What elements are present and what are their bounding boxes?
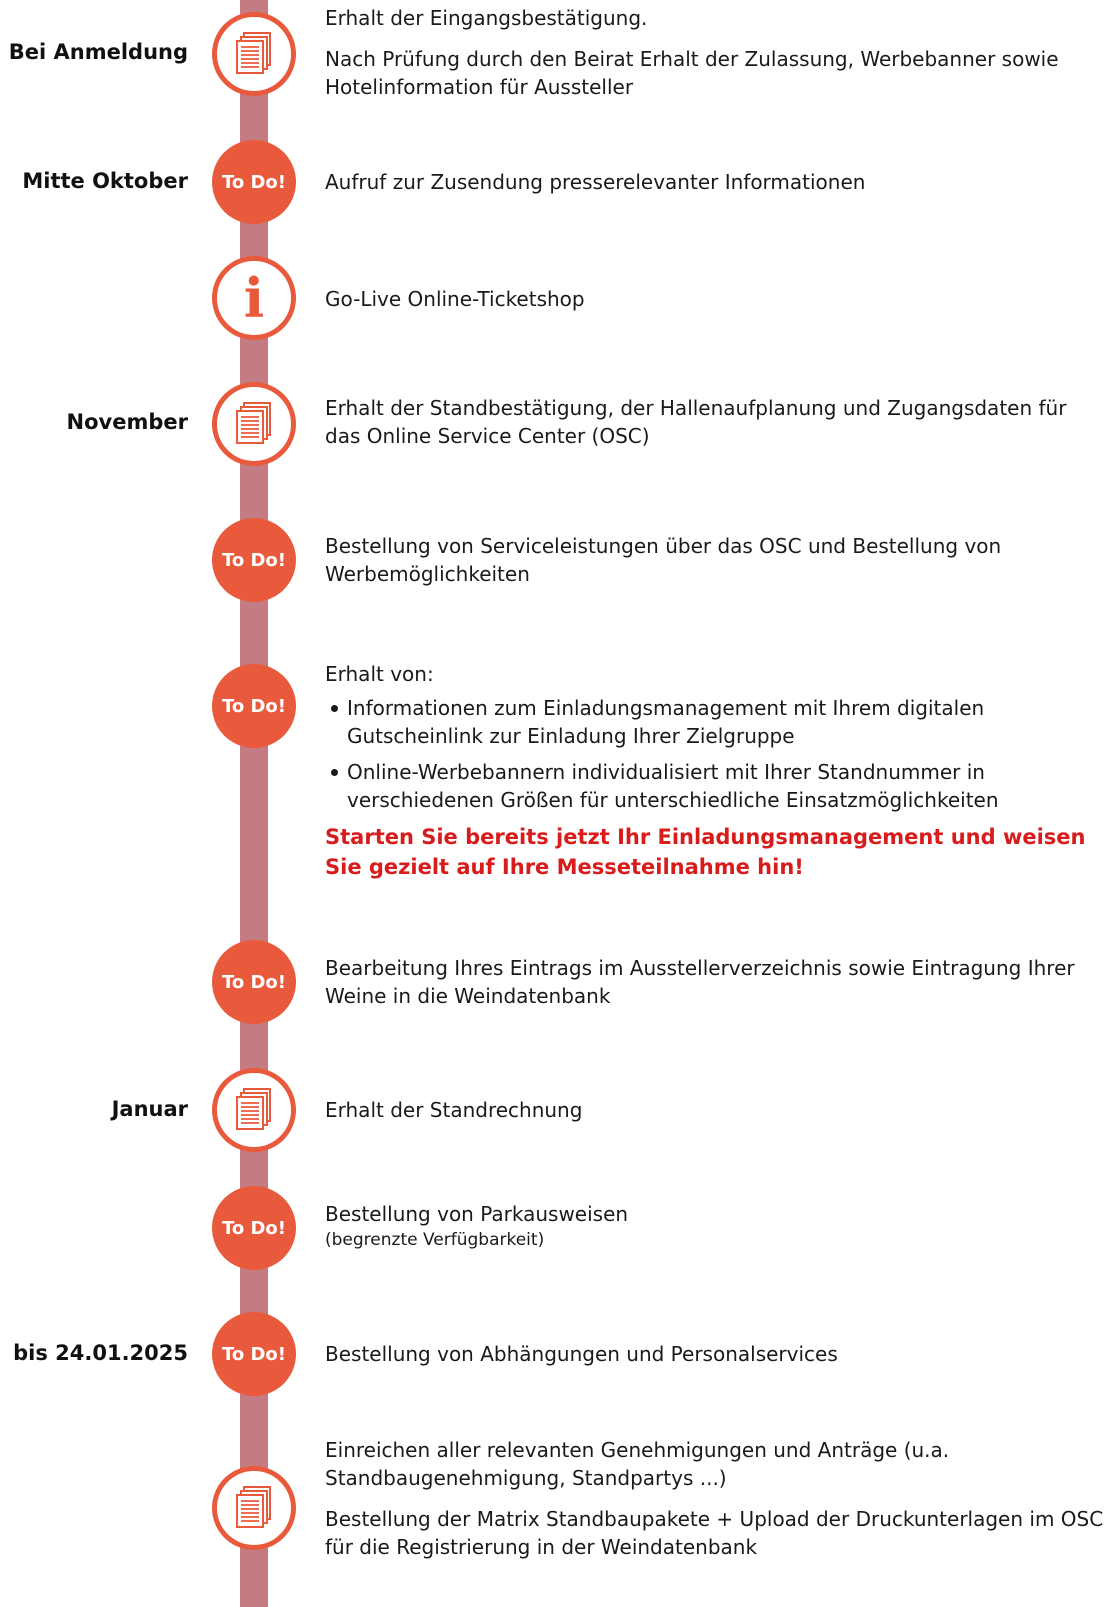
step-text: Bestellung von Parkausweisen (begrenzte … xyxy=(325,1200,1105,1252)
document-icon xyxy=(212,1466,296,1550)
step-paragraph: Einreichen aller relevanten Genehmigunge… xyxy=(325,1438,950,1490)
step-intro: Erhalt von: xyxy=(325,662,434,686)
step-paragraph: Bestellung der Matrix Standbaupakete + U… xyxy=(325,1507,1104,1559)
highlight-text: Starten Sie bereits jetzt Ihr Einladungs… xyxy=(325,825,1086,879)
todo-badge: To Do! xyxy=(212,664,296,748)
todo-label: To Do! xyxy=(221,695,287,717)
step-text: Erhalt der Standbestätigung, der Hallena… xyxy=(325,394,1105,450)
step-paragraph: Aufruf zur Zusendung presserelevanter In… xyxy=(325,170,866,194)
step-text: Go-Live Online-Ticketshop xyxy=(325,285,1105,313)
todo-label: To Do! xyxy=(221,1343,287,1365)
document-icon xyxy=(212,1068,296,1152)
step-text: Aufruf zur Zusendung presserelevanter In… xyxy=(325,168,1105,196)
todo-label: To Do! xyxy=(221,1217,287,1239)
step-paragraph: Erhalt der Standrechnung xyxy=(325,1098,583,1122)
step-paragraph: Bestellung von Abhängungen und Personals… xyxy=(325,1342,838,1366)
step-date: Januar xyxy=(111,1097,188,1121)
todo-badge: To Do! xyxy=(212,940,296,1024)
info-icon: i xyxy=(212,256,296,340)
step-date: Mitte Oktober xyxy=(22,169,188,193)
document-icon xyxy=(212,382,296,466)
step-date: bis 24.01.2025 xyxy=(13,1341,188,1365)
todo-badge: To Do! xyxy=(212,1186,296,1270)
step-text: Bestellung von Serviceleistungen über da… xyxy=(325,532,1105,588)
todo-label: To Do! xyxy=(221,971,287,993)
step-paragraph: Nach Prüfung durch den Beirat Erhalt der… xyxy=(325,47,1059,99)
bullet-list: Informationen zum Einladungsmanagement m… xyxy=(325,694,1105,814)
step-text: Bestellung von Abhängungen und Personals… xyxy=(325,1340,1105,1368)
step-text: Erhalt von: Informationen zum Einladungs… xyxy=(325,660,1105,882)
step-note: (begrenzte Verfügbarkeit) xyxy=(325,1230,545,1250)
step-paragraph: Bestellung von Serviceleistungen über da… xyxy=(325,534,1002,586)
todo-badge: To Do! xyxy=(212,1312,296,1396)
step-text: Erhalt der Eingangsbestätigung. Nach Prü… xyxy=(325,4,1105,101)
info-glyph: i xyxy=(243,266,265,330)
bullet-item: Informationen zum Einladungsmanagement m… xyxy=(325,694,1105,750)
step-text: Einreichen aller relevanten Genehmigunge… xyxy=(325,1436,1105,1561)
todo-badge: To Do! xyxy=(212,140,296,224)
step-paragraph: Bearbeitung Ihres Eintrags im Aussteller… xyxy=(325,956,1075,1008)
step-date: Bei Anmeldung xyxy=(8,40,188,64)
todo-label: To Do! xyxy=(221,549,287,571)
todo-badge: To Do! xyxy=(212,518,296,602)
step-paragraph: Bestellung von Parkausweisen xyxy=(325,1202,629,1226)
step-paragraph: Erhalt der Eingangsbestätigung. xyxy=(325,6,648,30)
step-paragraph: Erhalt der Standbestätigung, der Hallena… xyxy=(325,396,1067,448)
todo-label: To Do! xyxy=(221,171,287,193)
step-text: Erhalt der Standrechnung xyxy=(325,1096,1105,1124)
bullet-item: Online-Werbebannern individualisiert mit… xyxy=(325,758,1105,814)
step-date: November xyxy=(66,410,188,434)
step-paragraph: Go-Live Online-Ticketshop xyxy=(325,287,585,311)
document-icon xyxy=(212,12,296,96)
step-text: Bearbeitung Ihres Eintrags im Aussteller… xyxy=(325,954,1105,1010)
